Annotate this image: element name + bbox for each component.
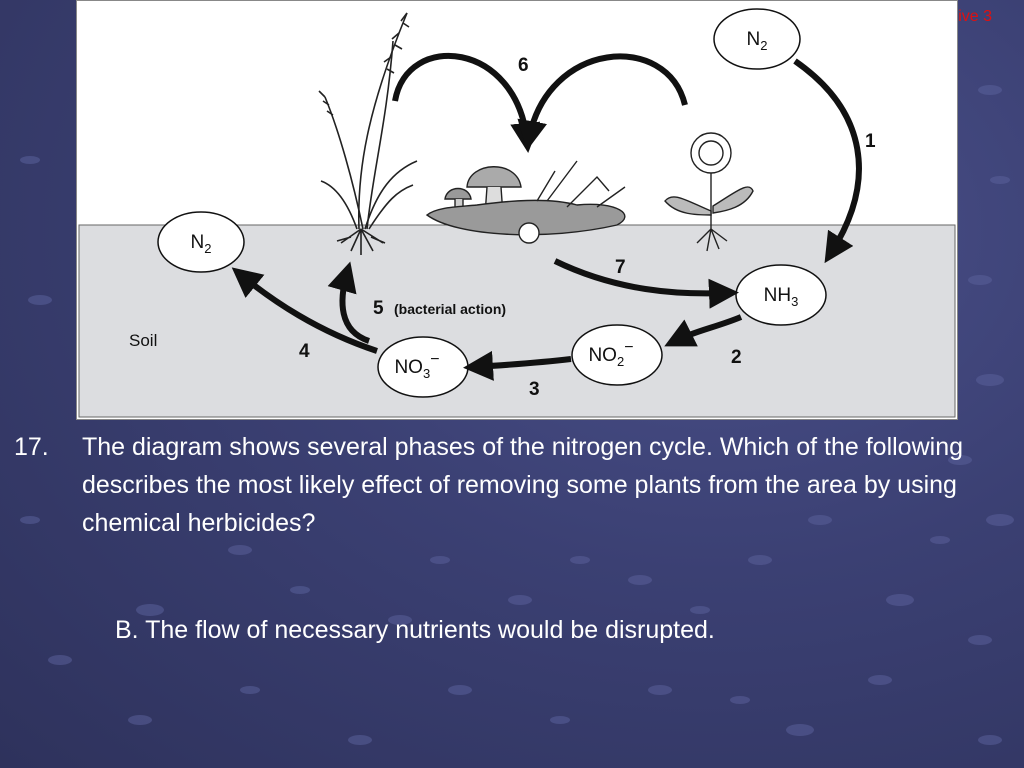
node-nh3: NH3 — [735, 264, 827, 326]
arrow-step-6a — [392, 52, 541, 153]
arrow-step-2 — [664, 314, 743, 347]
soil-label: Soil — [129, 331, 157, 350]
arrow-step-5 — [327, 261, 371, 344]
arrow-step-4 — [231, 267, 378, 354]
arrow-step-6b — [517, 53, 688, 151]
arrow-step-7 — [553, 258, 739, 309]
svg-text:NO2−: NO2− — [588, 339, 633, 369]
arrow-step-1 — [793, 58, 862, 264]
node-n2-atmosphere: N2 — [713, 8, 801, 70]
grass-plant-icon — [318, 12, 418, 255]
step-2-label: 2 — [731, 347, 742, 368]
arrow-step-3 — [463, 350, 572, 381]
bacterial-action-label: (bacterial action) — [394, 301, 506, 317]
dandelion-plant-icon — [664, 132, 754, 252]
node-n2-soil: N2 — [157, 211, 245, 273]
step-3-label: 3 — [529, 379, 540, 400]
step-7-label: 7 — [615, 257, 626, 278]
svg-text:NH3: NH3 — [764, 285, 799, 309]
svg-text:NO3−: NO3− — [394, 351, 439, 381]
svg-text:N2: N2 — [191, 232, 212, 256]
step-6-label: 6 — [518, 55, 529, 76]
step-5-label: 5 — [373, 298, 384, 319]
answer-text: B. The flow of necessary nutrients would… — [115, 616, 715, 644]
question-number: 17. — [14, 433, 49, 461]
node-no2: NO2− — [571, 324, 663, 386]
svg-text:N2: N2 — [747, 29, 768, 53]
question-text: The diagram shows several phases of the … — [82, 433, 964, 537]
nitrogen-cycle-diagram: Soil — [76, 0, 958, 420]
step-4-label: 4 — [299, 341, 310, 362]
node-no3: NO3− — [377, 336, 469, 398]
step-1-label: 1 — [865, 131, 876, 152]
decomposer-mushroom-icon — [425, 160, 626, 244]
